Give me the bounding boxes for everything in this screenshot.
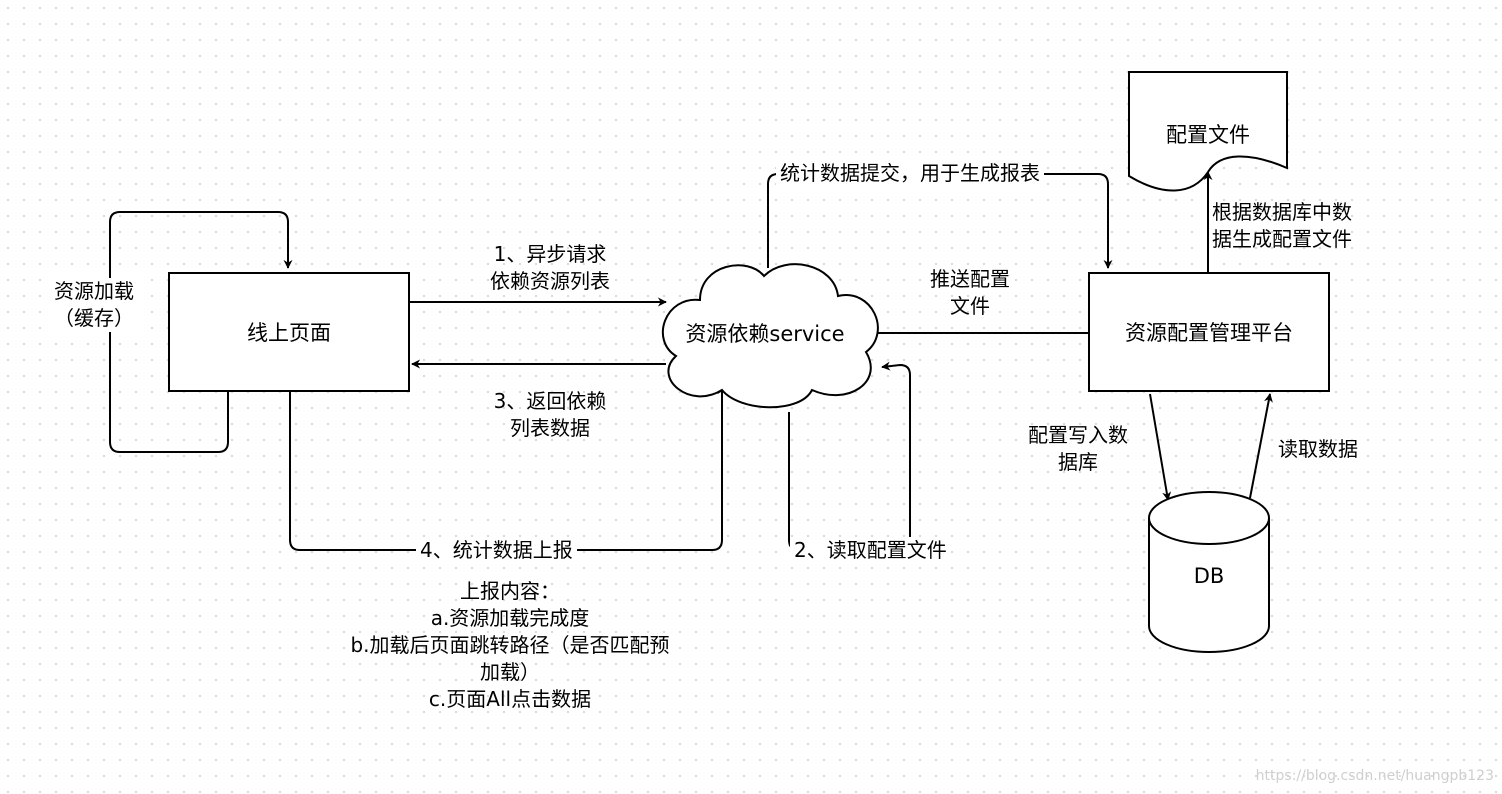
cache-load-label: 资源加载 （缓存）: [50, 278, 138, 332]
service-node[interactable]: 资源依赖service: [660, 310, 870, 356]
edge-cache-load: [109, 211, 293, 453]
online-page-label: 线上页面: [247, 321, 331, 345]
read-config-label: 2、读取配置文件: [790, 537, 951, 564]
report-contents-label: 上报内容： a.资源加载完成度 b.加载后页面跳转路径（是否匹配预 加载） c.…: [350, 579, 670, 711]
online-page-box[interactable]: 线上页面: [168, 272, 410, 392]
generate-config-label: 根据数据库中数 据生成配置文件: [1212, 200, 1352, 251]
db-label: DB: [1193, 564, 1225, 588]
watermark: https://blog.csdn.net/huangpb123: [1255, 768, 1494, 784]
db-node[interactable]: DB: [1149, 554, 1269, 598]
write-db-label: 配置写入数 据库: [1028, 423, 1128, 474]
return-deps-label: 3、返回依赖 列表数据: [493, 389, 607, 440]
read-data-label: 读取数据: [1278, 437, 1358, 461]
config-platform-label: 资源配置管理平台: [1125, 321, 1293, 345]
service-label: 资源依赖service: [685, 322, 845, 346]
edge-submit-stats: [767, 173, 1113, 269]
service-cloud: [661, 263, 879, 409]
config-file-shape: [1128, 71, 1288, 192]
report-stats-label: 4、统计数据上报: [416, 537, 577, 564]
push-config-label: 推送配置 文件: [930, 267, 1010, 318]
edge-write-db: [1149, 393, 1172, 501]
config-file-label: 配置文件: [1166, 123, 1250, 147]
submit-stats-label: 统计数据提交，用于生成报表: [776, 160, 1044, 187]
config-platform-box[interactable]: 资源配置管理平台: [1088, 272, 1330, 392]
async-request-label: 1、异步请求 依赖资源列表: [490, 242, 610, 293]
edge-read-data: [1249, 393, 1273, 499]
config-file-node[interactable]: 配置文件: [1129, 112, 1287, 156]
db-cylinder: [1148, 491, 1270, 653]
